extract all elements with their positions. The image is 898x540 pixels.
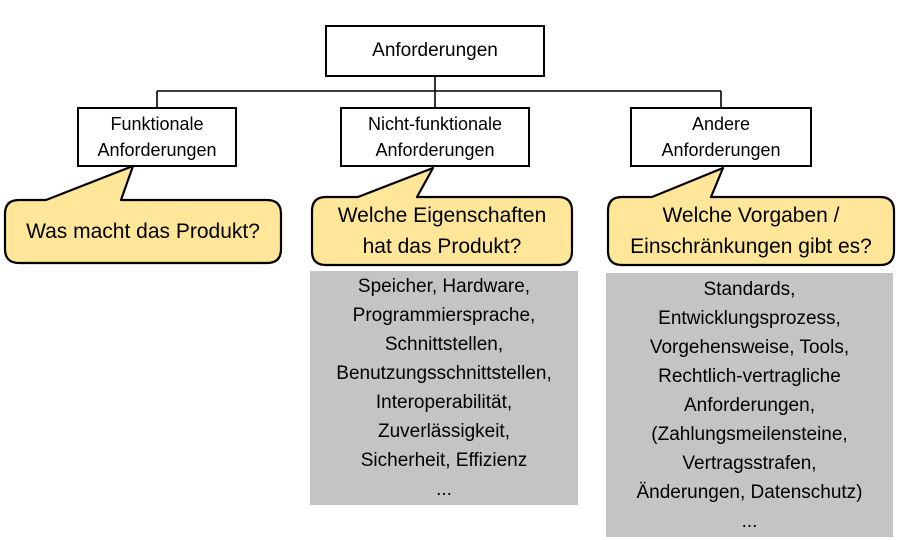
list-andere-beispiele: Standards, Entwicklungsprozess, Vorgehen…	[606, 273, 893, 537]
speech-bubble-nichtfunktionale	[310, 166, 574, 267]
node-andere-anforderungen: Andere Anforderungen	[630, 107, 812, 167]
list-nichtfunktionale-beispiele: Speicher, Hardware, Programmiersprache, …	[310, 271, 578, 505]
bubble-text-andere: Welche Vorgaben / Einschränkungen gibt e…	[630, 204, 872, 258]
node-funktionale-anforderungen: Funktionale Anforderungen	[77, 107, 237, 167]
bubble-text-funktionale: Was macht das Produkt?	[26, 220, 260, 243]
node-anforderungen: Anforderungen	[325, 25, 545, 77]
bubble-text-nichtfunktionale: Welche Eigenschaften hat das Produkt?	[337, 204, 547, 258]
speech-bubble-andere	[606, 166, 896, 267]
speech-bubble-funktionale	[3, 164, 283, 265]
node-nichtfunktionale-anforderungen: Nicht-funktionale Anforderungen	[340, 107, 530, 167]
